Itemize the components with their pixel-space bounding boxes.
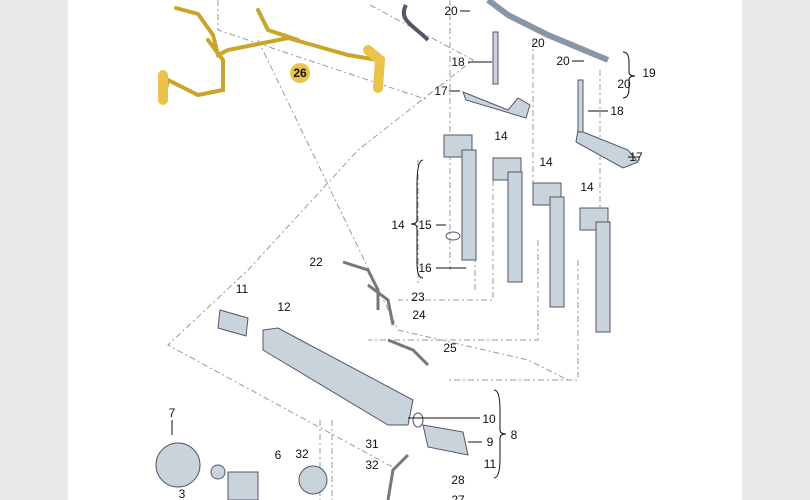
callout-14[interactable]: 14 [580,180,594,194]
callout-26[interactable]: 26 [290,63,310,83]
callout-24[interactable]: 24 [412,308,426,322]
callout-31[interactable]: 31 [365,437,379,451]
parts-diagram: 26 20 20 20 20 19 18 18 17 17 14 14 14 1… [68,0,742,500]
callout-20[interactable]: 20 [444,4,458,18]
callout-22[interactable]: 22 [309,255,323,269]
callout-6[interactable]: 6 [274,448,282,462]
callout-23[interactable]: 23 [411,290,425,304]
callout-32[interactable]: 32 [295,447,309,461]
callout-14[interactable]: 14 [539,155,553,169]
hose-26 [158,6,386,105]
callout-27[interactable]: 27 [451,493,465,500]
callout-20[interactable]: 20 [531,36,545,50]
callout-17[interactable]: 17 [629,150,643,164]
callout-18[interactable]: 18 [610,104,624,118]
callout-15[interactable]: 15 [418,218,432,232]
callout-8[interactable]: 8 [510,428,518,442]
callout-20[interactable]: 20 [556,54,570,68]
callout-25[interactable]: 25 [443,341,457,355]
callout-17[interactable]: 17 [434,84,448,98]
callout-3[interactable]: 3 [178,487,186,500]
callout-19[interactable]: 19 [642,66,656,80]
callout-11[interactable]: 11 [483,457,497,471]
callout-12[interactable]: 12 [277,300,291,314]
callout-32[interactable]: 32 [365,458,379,472]
callout-10[interactable]: 10 [482,412,496,426]
callout-16[interactable]: 16 [418,261,432,275]
callout-9[interactable]: 9 [486,435,494,449]
callout-14[interactable]: 14 [494,129,508,143]
callout-14[interactable]: 14 [391,218,405,232]
diagram-drawing [155,0,640,500]
callout-11[interactable]: 11 [235,282,249,296]
callout-20[interactable]: 20 [617,77,631,91]
callout-18[interactable]: 18 [451,55,465,69]
callout-28[interactable]: 28 [451,473,465,487]
callout-7[interactable]: 7 [168,406,176,420]
